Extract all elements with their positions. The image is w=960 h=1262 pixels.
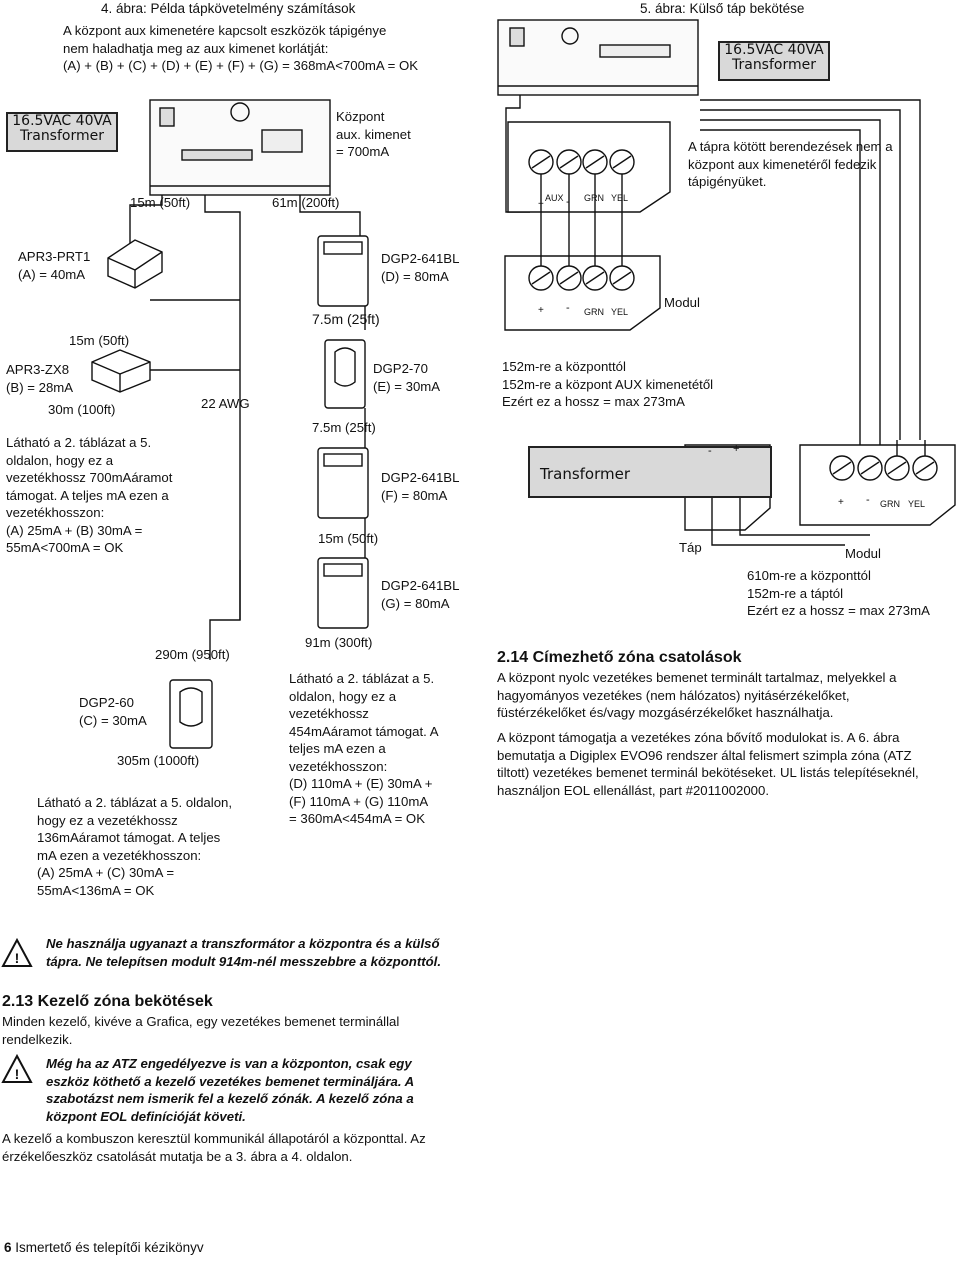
fig4-title: 4. ábra: Példa tápkövetelmény számítások — [101, 1, 356, 16]
section-heading: 2.13 Kezelő zóna bekötések — [2, 993, 213, 1010]
section-paragraph: A kezelő a kombuszon keresztül kommuniká… — [2, 1131, 426, 1164]
warning-text: Még ha az ATZ engedélyezve is van a közp… — [46, 1056, 415, 1124]
section-paragraph: Minden kezelő, kivéve a Grafica, egy vez… — [2, 1014, 400, 1047]
terminal-label: GRN — [880, 499, 900, 509]
awg-label: 22 AWG — [201, 396, 250, 411]
svg-text:!: ! — [15, 1066, 20, 1082]
terminal-label: + — [838, 497, 844, 508]
transformer-fig4: 16.5VAC 40VA Transformer — [6, 112, 118, 152]
terminal-label: - — [708, 445, 712, 457]
fig5-note-mid: 152m-re a központtól 152m-re a központ A… — [502, 359, 714, 409]
relay-module-icon — [107, 239, 163, 289]
terminal-label: - — [566, 302, 570, 314]
section-paragraph: A központ támogatja a vezetékes zóna bőv… — [497, 730, 919, 798]
dgp-g-label: DGP2-641BL (G) = 80mA — [381, 578, 460, 611]
length-label: 7.5m (25ft) — [312, 311, 380, 327]
length-label: 305m (1000ft) — [117, 753, 200, 768]
transformer-fig5: 16.5VAC 40VA Transformer — [718, 41, 830, 81]
length-label: 15m (50ft) — [318, 531, 379, 546]
fig5-title: 5. ábra: Külső táp bekötése — [640, 1, 805, 16]
note-bottom-mid: Látható a 2. táblázat a 5. oldalon, hogy… — [289, 671, 439, 826]
section-paragraph: A központ nyolc vezetékes bemenet termin… — [497, 670, 897, 720]
warning-text: Ne használja ugyanazt a transzformátor a… — [46, 936, 441, 969]
panel-aux-label: Központ aux. kimenet = 700mA — [336, 109, 411, 159]
dgp-f-label: DGP2-641BL (F) = 80mA — [381, 470, 460, 503]
length-label: 61m (200ft) — [272, 195, 340, 210]
section-heading: 2.14 Címezhető zóna csatolások — [497, 649, 742, 666]
length-label: 7.5m (25ft) — [312, 420, 376, 435]
svg-text:!: ! — [15, 950, 20, 966]
modul-label: Modul — [845, 546, 881, 561]
dgp-d-label: DGP2-641BL (D) = 80mA — [381, 251, 460, 284]
length-label: 15m (50ft) — [69, 333, 130, 348]
terminal-label: YEL — [611, 193, 629, 203]
panel-board-icon — [149, 99, 331, 196]
zx8-label: APR3-ZX8 (B) = 28mA — [6, 362, 74, 395]
prt1-label: APR3-PRT1 (A) = 40mA — [18, 249, 91, 282]
dgp-e-label: DGP2-70 (E) = 30mA — [373, 361, 441, 394]
note-bottom-left: Látható a 2. táblázat a 5. oldalon, hogy… — [37, 795, 233, 898]
dgp-c-label: DGP2-60 (C) = 30mA — [79, 695, 147, 728]
terminal-label: - — [866, 494, 870, 506]
length-label: 15m (50ft) — [130, 195, 191, 210]
length-label: 290m (950ft) — [155, 647, 230, 662]
page-footer: 6 Ismertető és telepítői kézikönyv — [4, 1240, 204, 1255]
warning-icon — [1, 937, 33, 967]
modul-label: Modul — [664, 295, 700, 310]
length-label: 30m (100ft) — [48, 402, 116, 417]
terminal-label: - — [566, 196, 570, 208]
tap-label: Táp — [679, 540, 702, 555]
manual-title: Ismertető és telepítői kézikönyv — [15, 1240, 204, 1255]
fig4-intro: A központ aux kimenetére kapcsolt eszköz… — [63, 23, 419, 73]
note-left: Látható a 2. táblázat a 5. oldalon, hogy… — [6, 435, 173, 555]
terminal-label: GRN — [584, 193, 604, 203]
terminal-label: GRN — [584, 307, 604, 317]
terminal-label: AUX — [545, 193, 564, 203]
terminal-label: YEL — [611, 307, 629, 317]
terminal-label: + — [733, 443, 740, 455]
length-label: 91m (300ft) — [305, 635, 373, 650]
page-number: 6 — [4, 1240, 12, 1255]
terminal-label: + — [538, 199, 544, 210]
terminal-label: + — [538, 305, 544, 316]
transformer-fig5-bottom: Transformer — [528, 446, 772, 498]
fig5-note-top: A tápra kötött berendezések nem a közpon… — [688, 139, 893, 189]
fig5-note-low: 610m-re a központtól 152m-re a táptól Ez… — [747, 568, 930, 618]
terminal-label: YEL — [908, 499, 926, 509]
